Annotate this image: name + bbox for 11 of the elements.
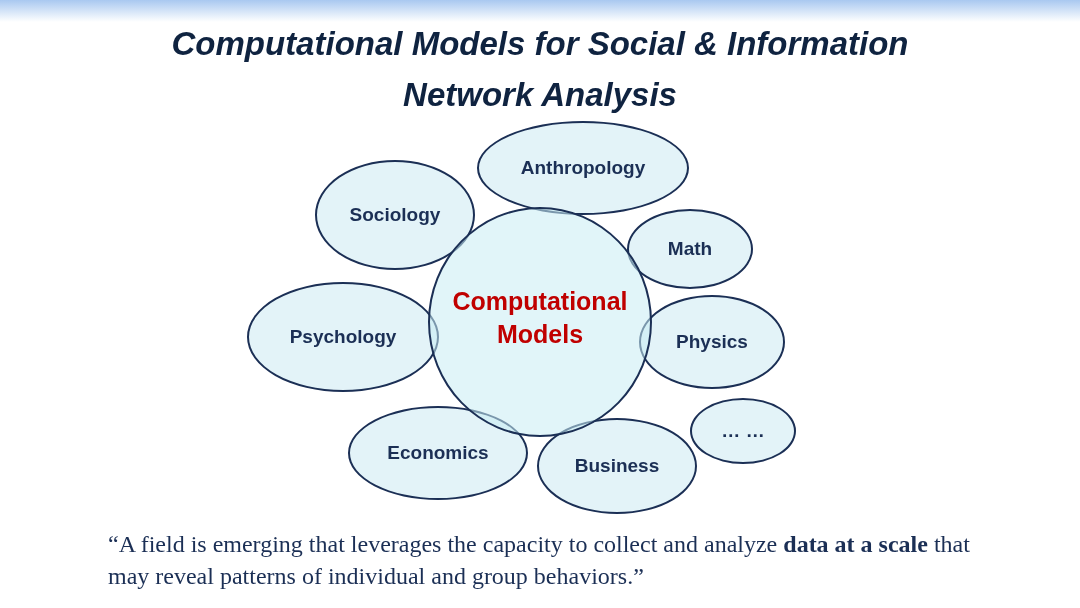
title: Computational Models for Social & Information Network Analysis [170, 24, 910, 115]
field-label: Psychology [289, 326, 397, 348]
quote-caption: “A field is emerging that leverages the capacity to collect and analyze data at a scale that may reveal patterns of individual and group behaviors.” [108, 530, 971, 591]
field-label: Sociology [349, 204, 441, 226]
field-label: Physics [676, 331, 748, 353]
field-label: Business [574, 455, 660, 477]
field-label: Anthropology [520, 157, 646, 179]
field-label: Economics [387, 442, 489, 464]
center-label: Computational Models [451, 286, 629, 350]
field-label: … … [721, 420, 765, 442]
field-label: Math [667, 238, 713, 260]
